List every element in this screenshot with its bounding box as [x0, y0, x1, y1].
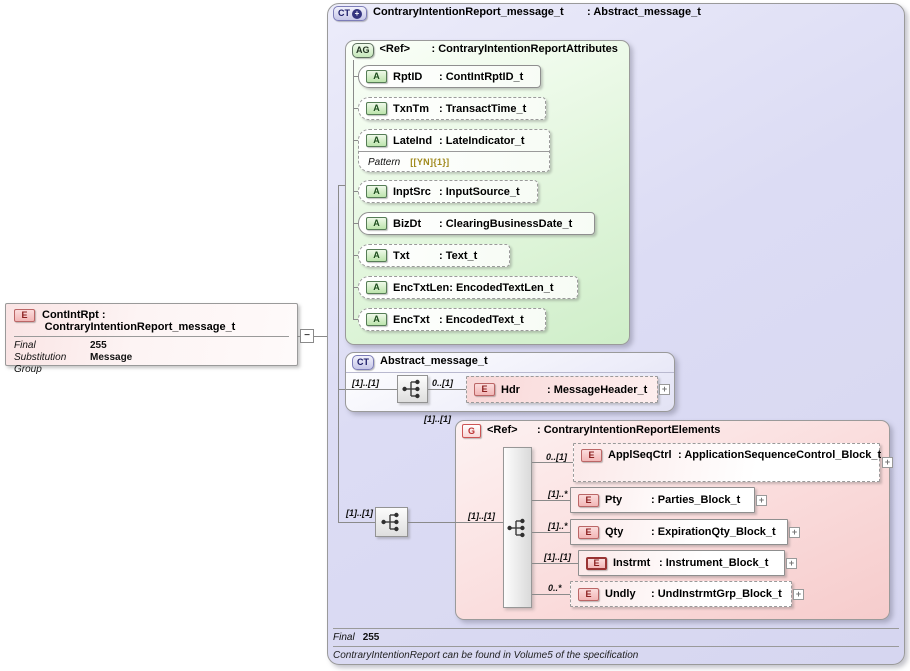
- cardinality-label: [1]..*: [548, 489, 568, 499]
- attribute-icon: A: [366, 313, 387, 326]
- cardinality-label: [1]..[1]: [352, 378, 379, 388]
- sequence-bar[interactable]: [503, 447, 532, 608]
- complex-type-extension-icon: CT+: [333, 6, 367, 21]
- attribute-icon: A: [366, 217, 387, 230]
- elements-group-header: G <Ref> ContraryIntentionReportElements: [462, 424, 720, 438]
- connector-line: [346, 389, 397, 390]
- connector-line: [353, 60, 354, 320]
- connector-line: [297, 336, 338, 337]
- connector-line: [532, 532, 570, 533]
- annotation-note: ContraryIntentionReport can be found in …: [333, 650, 639, 661]
- cardinality-label: [1]..*: [548, 521, 568, 531]
- attribute-group-icon: AG: [352, 43, 374, 58]
- element-undly[interactable]: E Undly UndInstrmtGrp_Block_t: [570, 581, 792, 607]
- divider: [333, 628, 899, 629]
- cardinality-label: [1]..[1]: [544, 552, 571, 562]
- attribute-bizdt[interactable]: A BizDt ClearingBusinessDate_t: [358, 212, 595, 235]
- attribute-lateind[interactable]: A LateInd LateIndicator_t Pattern [[YN]{…: [358, 129, 550, 172]
- sequence-icon[interactable]: [397, 375, 428, 403]
- attribute-icon: A: [366, 249, 387, 262]
- complex-type-header: CT+ ContraryIntentionReport_message_t Ab…: [333, 6, 701, 21]
- base-type-header: CT Abstract_message_t: [352, 355, 488, 370]
- attribute-icon: A: [366, 134, 387, 147]
- property-substitution-group: Substitution Group Message: [14, 352, 133, 375]
- expand-toggle[interactable]: +: [659, 384, 670, 395]
- cardinality-label: [1]..[1]: [424, 414, 451, 424]
- element-title: ContIntRpt : ContraryIntentionReport_mes…: [42, 309, 236, 333]
- sequence-icon[interactable]: [375, 507, 408, 537]
- cardinality-label: 0..[1]: [432, 378, 454, 388]
- attribute-icon: A: [366, 102, 387, 115]
- element-instrmt[interactable]: E Instrmt Instrument_Block_t: [578, 550, 785, 576]
- connector-line: [338, 185, 346, 186]
- element-pty[interactable]: E Pty Parties_Block_t: [570, 487, 755, 513]
- attribute-icon: A: [366, 70, 387, 83]
- connector-line: [532, 462, 573, 463]
- element-icon: E: [578, 525, 599, 539]
- cardinality-label: [1]..[1]: [346, 508, 373, 518]
- base-type-name: Abstract_message_t: [587, 6, 701, 19]
- type-name: ContraryIntentionReport_message_t: [373, 6, 564, 18]
- connector-line: [338, 389, 346, 390]
- attribute-icon: A: [366, 281, 387, 294]
- expand-toggle[interactable]: +: [793, 589, 804, 600]
- cardinality-label: 0..*: [548, 583, 562, 593]
- expand-toggle[interactable]: +: [756, 495, 767, 506]
- group-ref: <Ref>: [487, 424, 518, 436]
- element-qty[interactable]: E Qty ExpirationQty_Block_t: [570, 519, 788, 545]
- attribute-enctxt[interactable]: A EncTxt EncodedText_t: [358, 308, 546, 331]
- divider: [333, 646, 899, 647]
- connector-line: [532, 563, 578, 564]
- connector-line: [338, 522, 375, 523]
- connector-line: [338, 185, 339, 523]
- connector-line: [428, 389, 466, 390]
- cardinality-label: [1]..[1]: [468, 511, 495, 521]
- connector-line: [408, 522, 455, 523]
- attribute-inptsrc[interactable]: A InptSrc InputSource_t: [358, 180, 538, 203]
- attribute-group-type: ContraryIntentionReportAttributes: [432, 43, 618, 55]
- attribute-enctxtlen[interactable]: A EncTxtLen EncodedTextLen_t: [358, 276, 578, 299]
- connector-line: [532, 594, 570, 595]
- element-icon: E: [581, 449, 602, 462]
- connector-line: [532, 500, 570, 501]
- attribute-icon: A: [366, 185, 387, 198]
- cardinality-label: 0..[1]: [546, 452, 568, 462]
- expand-toggle[interactable]: +: [786, 558, 797, 569]
- base-type-title: Abstract_message_t: [380, 355, 488, 367]
- element-icon: E: [586, 556, 607, 570]
- property-final: Final 255: [14, 340, 107, 351]
- attribute-group-ref: <Ref>: [379, 43, 411, 55]
- expand-toggle[interactable]: +: [789, 527, 800, 538]
- element-hdr[interactable]: E Hdr MessageHeader_t: [466, 376, 658, 403]
- connector-line: [455, 522, 503, 523]
- element-icon: E: [578, 493, 599, 507]
- pattern-facet: Pattern [[YN]{1}]: [359, 151, 549, 170]
- collapse-toggle[interactable]: −: [300, 329, 314, 343]
- element-icon: E: [578, 587, 599, 601]
- divider: [346, 372, 674, 373]
- element-icon: E: [474, 383, 495, 396]
- attribute-txt[interactable]: A Txt Text_t: [358, 244, 510, 267]
- divider: [14, 336, 289, 337]
- group-icon: G: [462, 424, 481, 438]
- attribute-txntm[interactable]: A TxnTm TransactTime_t: [358, 97, 546, 120]
- element-applseqctrl[interactable]: E ApplSeqCtrl ApplicationSequenceControl…: [573, 443, 881, 482]
- derivation-plus-icon: +: [352, 8, 362, 19]
- group-type: ContraryIntentionReportElements: [537, 424, 721, 436]
- attribute-group-header: AG <Ref> ContraryIntentionReportAttribut…: [352, 43, 618, 58]
- attribute-rptid[interactable]: A RptID ContIntRptID_t: [358, 65, 541, 88]
- element-icon: E: [14, 309, 35, 322]
- complex-type-icon: CT: [352, 355, 374, 370]
- element-node-contintrpt[interactable]: E ContIntRpt : ContraryIntentionReport_m…: [5, 303, 298, 375]
- expand-toggle[interactable]: +: [882, 457, 893, 468]
